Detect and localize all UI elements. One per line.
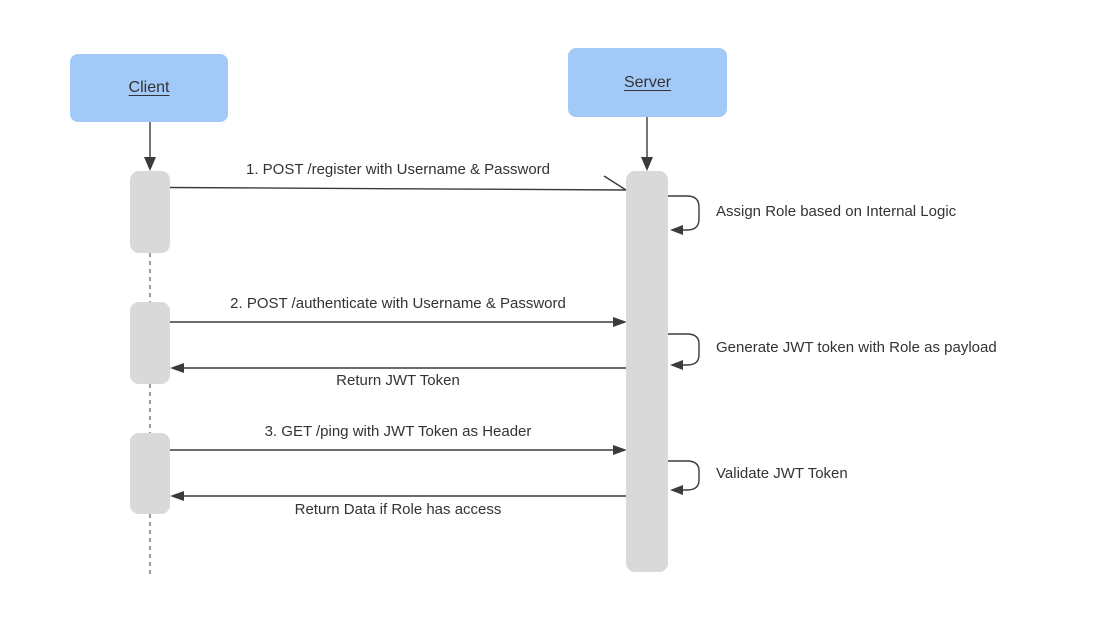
- message-2-label: 2. POST /authenticate with Username & Pa…: [230, 295, 566, 312]
- message-3-label: 3. GET /ping with JWT Token as Header: [264, 423, 532, 440]
- actor-server-label: Server: [623, 73, 672, 91]
- return-jwt-label: Return JWT Token: [336, 372, 460, 389]
- self-message-assign-role-label: Assign Role based on Internal Logic: [716, 203, 957, 220]
- self-message-validate-jwt-label: Validate JWT Token: [716, 465, 848, 482]
- server-head-arrow: [641, 117, 653, 171]
- self-loop-generate-jwt: [668, 333, 700, 370]
- server-activation: [626, 171, 668, 572]
- self-loop-assign-role: [668, 195, 700, 235]
- client-head-arrow: [144, 122, 156, 171]
- client-activation-2: [130, 302, 170, 384]
- self-loop-validate-jwt: [668, 460, 700, 495]
- message-2-arrow: [170, 317, 627, 327]
- self-message-generate-jwt-label: Generate JWT token with Role as payload: [716, 339, 997, 356]
- message-1-label: 1. POST /register with Username & Passwo…: [246, 161, 550, 178]
- return-jwt-arrow: [170, 363, 626, 373]
- client-activation-3: [130, 433, 170, 514]
- return-data-arrow: [170, 491, 626, 501]
- message-1-arrow: [169, 175, 627, 191]
- client-activation-1: [130, 171, 170, 253]
- return-data-label: Return Data if Role has access: [294, 501, 502, 518]
- actor-client-label: Client: [128, 79, 170, 96]
- actor-server: Server: [568, 48, 727, 117]
- message-3-arrow: [170, 445, 627, 455]
- actor-client: Client: [70, 54, 228, 122]
